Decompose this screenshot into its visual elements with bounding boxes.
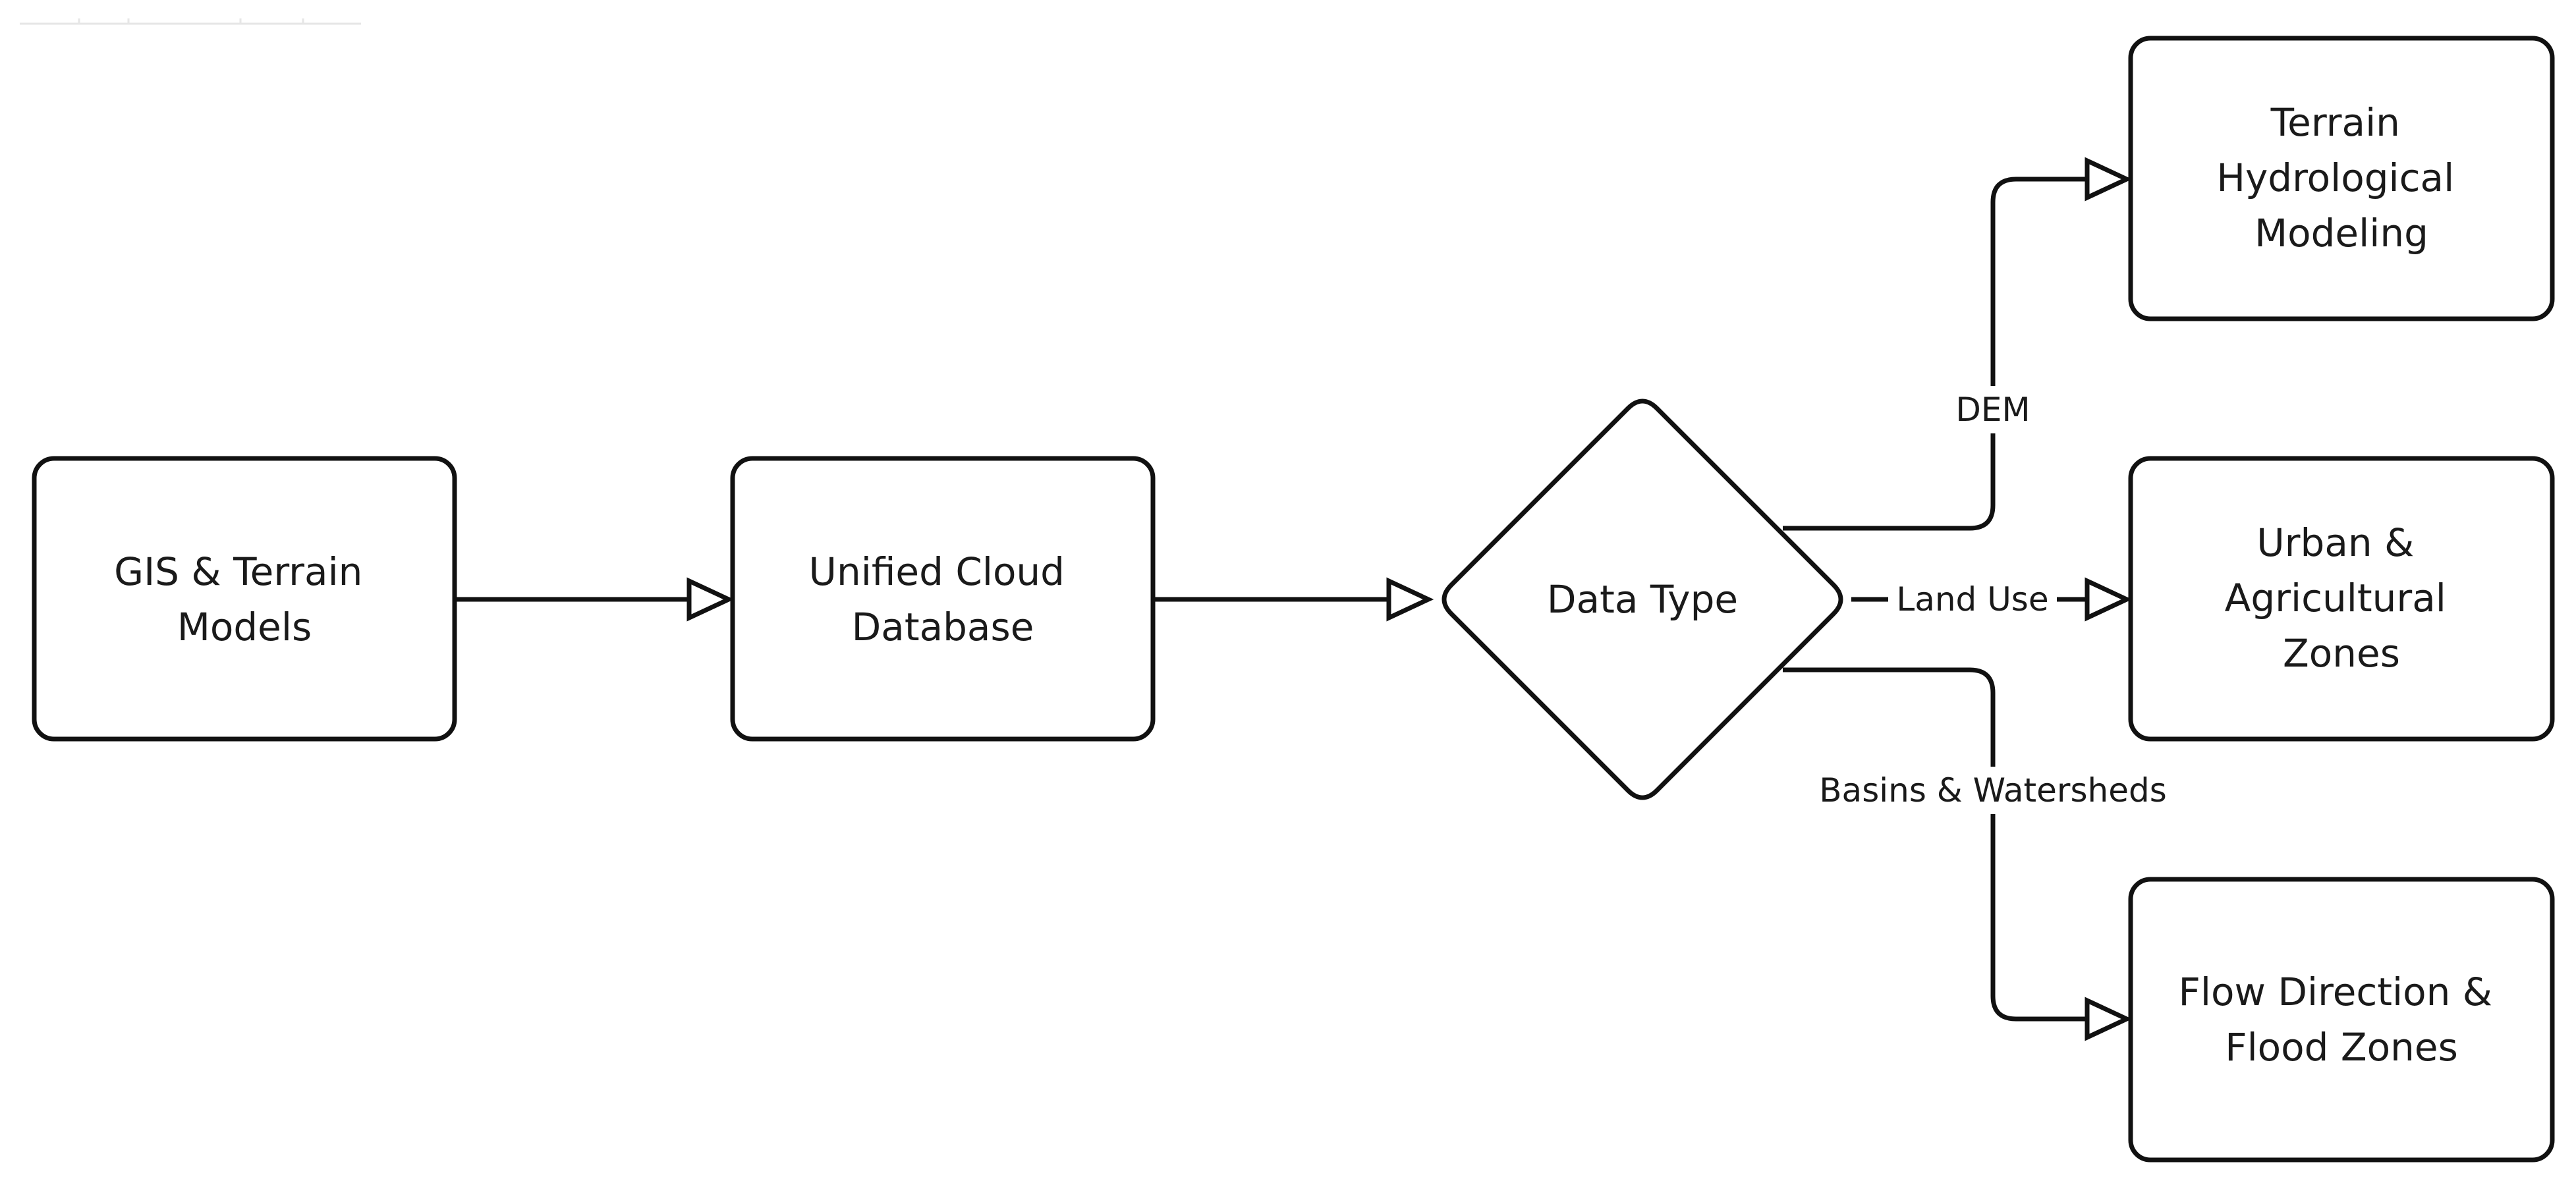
arrowhead bbox=[2085, 997, 2133, 1041]
toolbar-remnant bbox=[20, 18, 361, 25]
node-label-line: Hydrological bbox=[2216, 155, 2454, 200]
node-label-line: Flood Zones bbox=[2225, 1025, 2458, 1070]
node-flow-direction-flood-zones[interactable]: Flow Direction & Flood Zones bbox=[2128, 877, 2555, 1163]
node-label: Terrain Hydrological Modeling bbox=[2216, 100, 2466, 256]
node-label-line: Models bbox=[177, 605, 312, 649]
arrowhead bbox=[2085, 577, 2133, 622]
node-label: Unified Cloud Database bbox=[809, 549, 1077, 649]
arrowhead bbox=[2085, 157, 2133, 202]
arrowhead bbox=[686, 577, 735, 622]
node-terrain-hydrological-modeling[interactable]: Terrain Hydrological Modeling bbox=[2128, 36, 2555, 321]
edge-label-land-use: Land Use bbox=[1896, 580, 2048, 618]
edge-gis-to-cloud[interactable] bbox=[456, 577, 735, 622]
node-label-line: Flow Direction & bbox=[2179, 970, 2493, 1014]
node-label: GIS & Terrain Models bbox=[114, 549, 375, 649]
edge-datatype-to-terrain[interactable]: DEM bbox=[1783, 157, 2133, 531]
edge-label-basins-watersheds: Basins & Watersheds bbox=[1819, 771, 2167, 809]
node-label-line: Agricultural bbox=[2225, 576, 2446, 620]
node-label: Urban & Agricultural Zones bbox=[2225, 520, 2459, 676]
edge-cloud-to-datatype[interactable] bbox=[1154, 577, 1434, 622]
node-label-line: Modeling bbox=[2254, 211, 2428, 256]
node-unified-cloud-database[interactable]: Unified Cloud Database bbox=[730, 456, 1156, 742]
node-gis-terrain-models[interactable]: GIS & Terrain Models bbox=[32, 456, 457, 742]
edge-datatype-to-flow[interactable]: Basins & Watersheds bbox=[1783, 667, 2168, 1041]
node-label: Flow Direction & Flood Zones bbox=[2179, 970, 2505, 1070]
arrowhead bbox=[1386, 577, 1434, 622]
node-label-line: GIS & Terrain bbox=[114, 549, 362, 594]
node-label-line: Database bbox=[852, 605, 1034, 649]
edge-datatype-to-urban[interactable]: Land Use bbox=[1851, 576, 2133, 623]
node-label: Data Type bbox=[1547, 577, 1738, 622]
node-label-line: Terrain bbox=[2270, 100, 2400, 145]
node-urban-agricultural-zones[interactable]: Urban & Agricultural Zones bbox=[2128, 456, 2555, 742]
node-label-line: Zones bbox=[2283, 631, 2400, 676]
edge-label-dem: DEM bbox=[1955, 391, 2030, 429]
node-label-line: Unified Cloud bbox=[809, 549, 1065, 594]
node-label-line: Urban & bbox=[2256, 520, 2414, 565]
node-label-line: Data Type bbox=[1547, 577, 1738, 622]
node-data-type-decision[interactable]: Data Type bbox=[1442, 398, 1843, 800]
